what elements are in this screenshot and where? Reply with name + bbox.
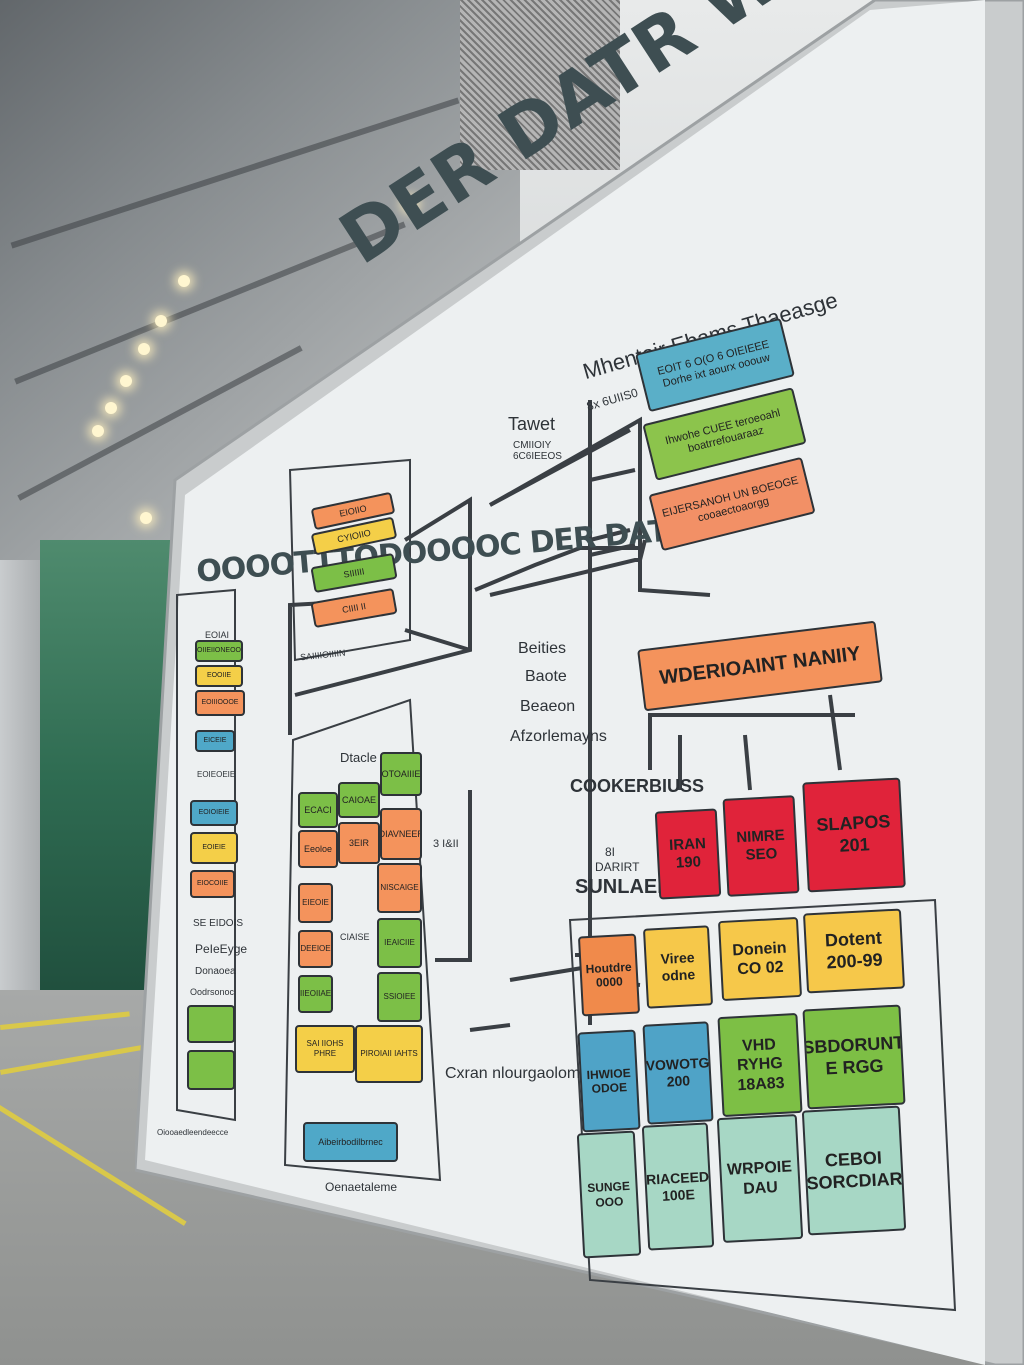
cluster-subheading: 8I <box>605 845 616 859</box>
center-right-cell: SSIOIEE <box>377 972 422 1022</box>
left-column-item: EOIEIE <box>190 832 238 864</box>
middle-label: Beaeon <box>520 698 576 715</box>
ceiling-lamp <box>178 275 190 287</box>
red-metric-value: 190 <box>675 853 702 872</box>
left-mid-label: SE EIDOIS <box>193 918 244 929</box>
red-metric-box: IRAN 190 <box>654 808 722 900</box>
left-image-box <box>187 1005 235 1043</box>
grid-cell-value: odne <box>661 966 696 984</box>
center-left-cell: IIEOIIAE <box>298 975 333 1013</box>
cluster-heading: COOKERBIUSS <box>570 776 705 796</box>
left-mid-label: PeIeEyge <box>195 942 248 956</box>
grid-cell-label: VOWOTG <box>645 1054 710 1074</box>
grid-cell-value: SORCDIAR <box>806 1167 903 1193</box>
center-table-cell: 3EIR <box>338 822 380 864</box>
grid-cell-value: OOO <box>595 1193 624 1210</box>
grid-cell-label: RIACEED <box>645 1168 710 1188</box>
left-image-box <box>187 1050 235 1090</box>
red-metric-box: NIMRE SEO <box>722 795 800 897</box>
target-label: Tawet <box>508 414 556 434</box>
grid-cell-value: ODOE <box>591 1080 628 1096</box>
center-table-cell: OIAVNEER <box>380 808 422 860</box>
left-mid-label: Donaoea <box>195 966 236 977</box>
grid-cell-label: SUNGE <box>586 1179 631 1196</box>
grid-cell-label: Viree <box>660 949 695 968</box>
left-footer: Oiooaedleendeecce <box>157 1128 229 1137</box>
grid-cell-value: E RGG <box>825 1055 885 1079</box>
grid-cell-value: 0000 <box>595 974 624 990</box>
grid-cell-value: 100E <box>661 1185 696 1204</box>
red-metric-label: IRAN <box>668 835 707 854</box>
red-metric-label: SLAPOS <box>815 811 891 836</box>
grid-cell-label: SBDORUNT <box>802 1032 905 1059</box>
left-column-item: EOIIEIIONEOOS <box>195 640 243 662</box>
grid-cell-value: 200 <box>666 1072 691 1090</box>
left-column-label: EOIEOEIE <box>197 770 236 779</box>
left-column-item: EICEIE <box>195 730 235 752</box>
bottom-right-caption: Cxran nlourgaolom <box>445 1065 581 1082</box>
middle-label: Afzorlemayns <box>510 728 607 745</box>
mesh-panel <box>460 0 620 170</box>
red-metric-value: SEO <box>745 845 778 864</box>
ceiling-lamp <box>138 343 150 355</box>
center-left-cell: EIEOIE <box>298 883 333 923</box>
middle-label: Baote <box>525 668 567 685</box>
center-table-cell: OTOAIIIE <box>380 752 422 796</box>
center-table-cell: CAIOAE <box>338 782 380 818</box>
left-mid-label: Oodrsonoc <box>190 987 235 997</box>
center-right-cell: IEAICIIE <box>377 918 422 968</box>
target-sublabel: CMIIOIY 6C6IEEOS <box>513 440 562 462</box>
center-left-cell: DEEIOE <box>298 930 333 968</box>
grid-cell-label: Houtdre <box>585 959 632 976</box>
side-label: 3 I&II <box>433 838 459 850</box>
center-table-cell: Eeoloe <box>298 830 338 868</box>
left-column-item: EOIOIEIE <box>190 800 238 826</box>
left-column-item: EOIIIOOOE <box>195 690 245 716</box>
ceiling-lamp <box>120 375 132 387</box>
left-column-item: EIOCOIIE <box>190 870 235 898</box>
left-column-item: EOOIIE <box>195 665 243 687</box>
cluster-subheading: DARIRT <box>595 860 640 874</box>
center-table-heading: Dtacle <box>340 750 377 765</box>
center-footer-box: Aibeirbodilbrnec <box>303 1122 398 1162</box>
center-bottom-cell: PIROIAII IAHTS <box>355 1025 423 1083</box>
center-right-cell: NISCAIGE <box>377 863 422 913</box>
ceiling-lamp <box>105 402 117 414</box>
grid-cell-value: CO 02 <box>736 958 785 979</box>
left-column-heading: EOIAI <box>205 630 230 640</box>
center-bottom-cell: SAI IIOHS PHRE <box>295 1025 355 1073</box>
ceiling-lamp <box>92 425 104 437</box>
ceiling-lamp <box>140 512 152 524</box>
center-table-cell: ECACI <box>298 792 338 828</box>
center-mid-label: CIAISE <box>340 932 370 942</box>
grid-cell-label: VHD RYHG <box>736 1036 784 1075</box>
center-caption: Oenaetaleme <box>325 1180 398 1194</box>
red-metric-value: 201 <box>838 834 871 856</box>
red-metric-box: SLAPOS 201 <box>802 777 906 893</box>
grid-cell-label: Dotent <box>824 927 883 951</box>
ceiling-lamp <box>155 315 167 327</box>
grid-cell-label: WRPOIE <box>726 1158 793 1180</box>
red-metric-label: NIMRE <box>735 826 786 847</box>
grid-cell-label: CEBOI <box>824 1147 883 1171</box>
grid-cell-value: 200-99 <box>826 949 884 973</box>
grid-cell-value: 18A83 <box>737 1074 785 1094</box>
ceiling-lamp <box>404 198 416 210</box>
middle-label: Beities <box>518 640 567 657</box>
grid-cell-value: DAU <box>742 1178 779 1198</box>
